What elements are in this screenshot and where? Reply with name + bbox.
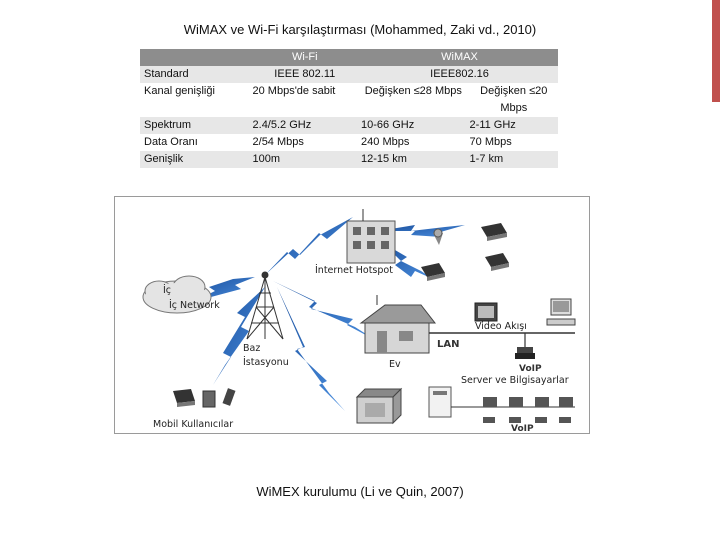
table-row: Kanal genişliği 20 Mbps'de sabit Değişke…: [140, 83, 558, 117]
cell-wifi: 2.4/5.2 GHz: [248, 117, 358, 134]
house-icon: [359, 295, 437, 354]
laptop-icon: [421, 263, 445, 281]
laptop-icon: [485, 253, 509, 271]
access-point-icon: [433, 228, 443, 245]
computer-icon: [509, 397, 523, 407]
label-lan: LAN: [437, 339, 459, 350]
table-header-row: Wi-Fi WiMAX: [140, 49, 558, 66]
header-wifi: Wi-Fi: [248, 49, 358, 66]
phone-icon: [535, 417, 547, 423]
link-to-home: [273, 281, 377, 341]
cell-wifi: IEEE 802.11: [248, 66, 358, 83]
mobile-laptop-icon: [173, 389, 195, 407]
row-label: Data Oranı: [140, 134, 249, 151]
network-diagram-svg: İnternet Hotspot İç İç Network: [142, 209, 576, 434]
hotspot-building-icon: [346, 209, 396, 264]
cell-wifi: 20 Mbps'de sabit: [248, 83, 358, 117]
base-station-tower-icon: [246, 271, 284, 340]
cell-wimax: IEEE802.16: [357, 66, 558, 83]
phone-icon: [515, 347, 535, 359]
table-row: Standard IEEE 802.11 IEEE802.16: [140, 66, 558, 83]
mobile-phone-icon: [222, 388, 236, 406]
cell-wifi: 100m: [248, 151, 358, 168]
laptop-icon: [481, 223, 507, 241]
label-ic-network-1: İç: [163, 285, 171, 296]
phone-icon: [483, 417, 495, 423]
label-ev: Ev: [389, 359, 401, 370]
row-label: Genişlik: [140, 151, 249, 168]
comparison-table: Wi-Fi WiMAX Standard IEEE 802.11 IEEE802…: [140, 49, 558, 168]
cell-wimax-b: 2-11 GHz: [465, 117, 558, 134]
header-empty: [140, 49, 249, 66]
cell-wimax-b: 70 Mbps: [465, 134, 558, 151]
server-rack-icon: [428, 386, 575, 418]
slide-title: WiMAX ve Wi-Fi karşılaştırması (Mohammed…: [183, 22, 537, 37]
row-label: Kanal genişliği: [140, 83, 249, 117]
label-istasyonu: İstasyonu: [243, 357, 289, 368]
cell-wifi: 2/54 Mbps: [248, 134, 358, 151]
tv-icon: [474, 302, 498, 322]
cell-wimax-b: 1-7 km: [465, 151, 558, 168]
table-row: Spektrum 2.4/5.2 GHz 10-66 GHz 2-11 GHz: [140, 117, 558, 134]
link-hotspot-laptops: [379, 225, 465, 237]
row-label: Standard: [140, 66, 249, 83]
accent-bar: [712, 0, 720, 102]
label-voip-1: VoIP: [519, 364, 542, 374]
label-ic-network: İç Network: [169, 300, 220, 311]
table-row: Data Oranı 2/54 Mbps 240 Mbps 70 Mbps: [140, 134, 558, 151]
cell-wimax-a: Değişken ≤28 Mbps: [357, 83, 466, 117]
link-to-mobile: [213, 287, 265, 385]
label-baz: Baz: [243, 343, 260, 354]
cell-wimax-a: 240 Mbps: [357, 134, 466, 151]
server-building-icon: [355, 387, 403, 425]
row-label: Spektrum: [140, 117, 249, 134]
cell-wimax-a: 12-15 km: [357, 151, 466, 168]
table-row: Genişlik 100m 12-15 km 1-7 km: [140, 151, 558, 168]
network-diagram: İnternet Hotspot İç İç Network: [114, 196, 590, 434]
computer-icon: [483, 397, 497, 407]
cell-wimax-a: 10-66 GHz: [357, 117, 466, 134]
cell-wimax-b: Değişken ≤20 Mbps: [465, 83, 558, 117]
link-to-hotspot: [265, 217, 353, 275]
label-voip-2: VoIP: [511, 424, 534, 433]
computer-icon: [546, 298, 576, 326]
label-server: Server ve Bilgisayarlar: [461, 375, 569, 386]
header-wimax: WiMAX: [357, 49, 558, 66]
computer-icon: [559, 397, 573, 407]
pda-icon: [202, 390, 216, 408]
office-computers: [483, 397, 573, 423]
label-video-akisi: Video Akışı: [475, 321, 527, 332]
cloud-icon: [142, 275, 212, 314]
computer-icon: [535, 397, 549, 407]
label-mobil: Mobil Kullanıcılar: [153, 419, 233, 430]
phone-icon: [559, 417, 571, 423]
diagram-caption: WiMEX kurulumu (Li ve Quin, 2007): [256, 484, 464, 499]
label-internet-hotspot: İnternet Hotspot: [315, 265, 393, 276]
phone-icon: [509, 417, 521, 423]
